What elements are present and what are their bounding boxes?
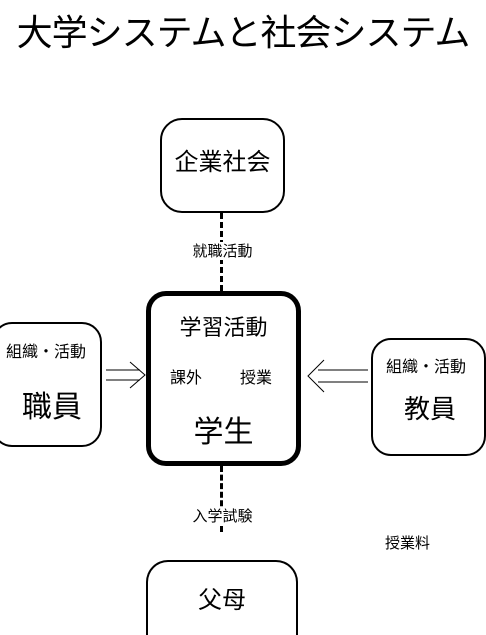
- student-box: [146, 291, 301, 466]
- staff-label: 職員: [22, 390, 82, 425]
- tuition-label: 授業料: [385, 534, 431, 552]
- entrance-exam-connector: [220, 466, 223, 532]
- student-label: 学生: [193, 415, 254, 450]
- faculty-org-label: 組織・活動: [386, 357, 467, 376]
- diagram-title: 大学システムと社会システム: [16, 13, 471, 54]
- learning-activity-label: 学習活動: [179, 316, 268, 341]
- entrance-exam-label: 入学試験: [180, 507, 265, 525]
- parents-label: 父母: [198, 586, 246, 614]
- lecture-label: 授業: [240, 368, 273, 387]
- faculty-to-student-arrow: [307, 359, 368, 393]
- job-hunting-label: 就職活動: [180, 242, 265, 260]
- staff-org-label: 組織・活動: [6, 342, 87, 361]
- faculty-label: 教員: [404, 395, 457, 425]
- company-label: 企業社会: [174, 148, 271, 176]
- parents-box: [146, 560, 298, 635]
- company-box: [160, 118, 285, 213]
- faculty-box: [371, 338, 486, 456]
- extracurricular-label: 課外: [170, 368, 203, 387]
- staff-to-student-arrow: [106, 361, 146, 389]
- staff-box: [0, 322, 102, 447]
